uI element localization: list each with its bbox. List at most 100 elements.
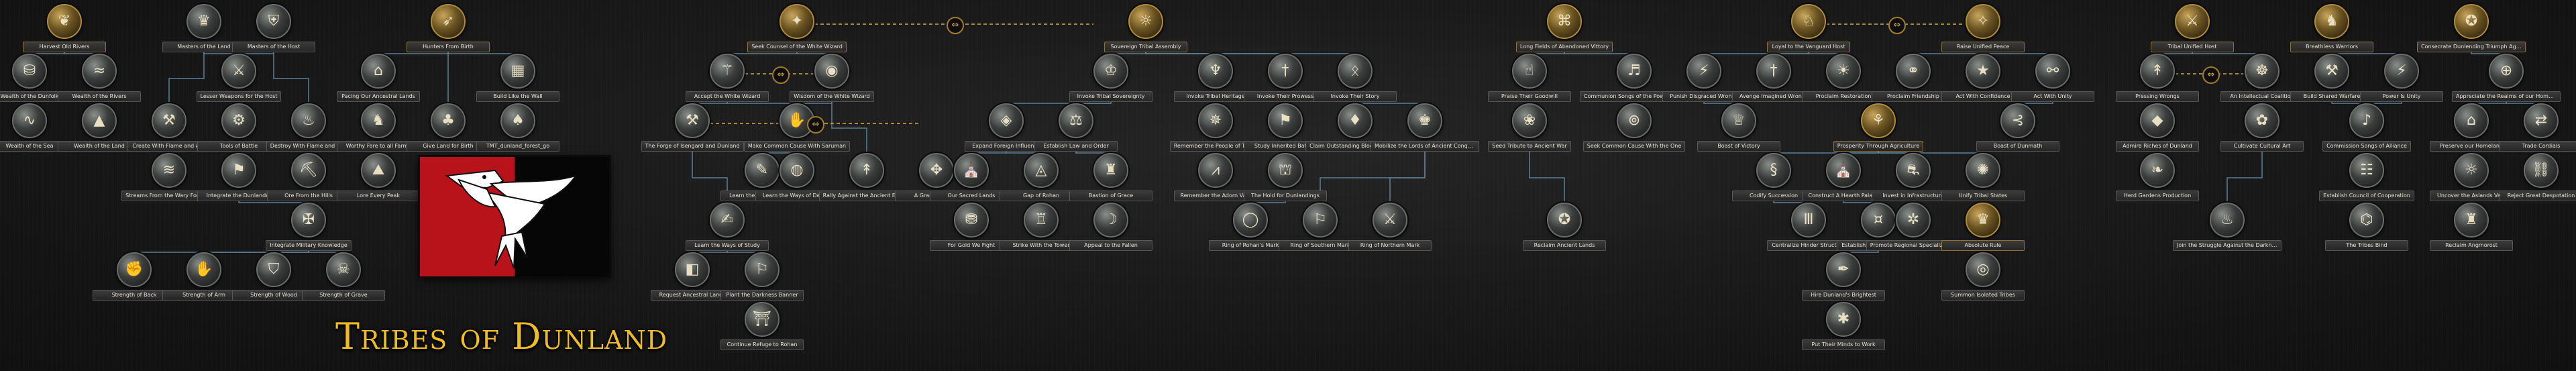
focus-raise-unified-peace[interactable]: ✧Raise Unified Peace xyxy=(1933,4,2033,58)
focus-request-ancestral[interactable]: ◧Request Ancestral Lands xyxy=(642,252,743,306)
focus-establish-law[interactable]: ⚖Establish Law and Order xyxy=(1026,103,1126,157)
focus-prosperity-agriculture[interactable]: ⚘Prosperity Through Agriculture xyxy=(1828,103,1929,157)
focus-tools-of-battle[interactable]: ⚙Tools of Battle xyxy=(189,103,289,157)
focus-give-land-for-birth[interactable]: ♣Give Land for Birth xyxy=(398,103,498,157)
focus-strength-of-grave[interactable]: ☠Strength of Grave xyxy=(293,252,394,306)
focus-avenge-imagined-wrongs[interactable]: †Avenge Imagined Wrongs xyxy=(1723,54,1824,107)
focus-commission-songs[interactable]: ♪Commission Songs of Alliance xyxy=(2316,103,2417,157)
focus-make-common-cause[interactable]: ✋Make Common Cause With Saruman xyxy=(743,103,851,157)
focus-praise-their-goodwill[interactable]: ☝Praise Their Goodwill xyxy=(1479,54,1580,107)
focus-invoke-tribal-heritage[interactable]: ♆Invoke Tribal Heritage xyxy=(1165,54,1266,107)
focus-proclaim-restoration[interactable]: ☀Proclaim Restoration xyxy=(1793,54,1894,107)
focus-mobilize-lord-of-eras[interactable]: ♚Mobilize the Lords of Ancient Conqueror… xyxy=(1371,103,1479,157)
focus-promote-regional-specialization[interactable]: ✲Promote Regional Specialization xyxy=(1863,203,1964,256)
focus-trade-cordials[interactable]: ⇄Trade Cordials xyxy=(2491,103,2576,157)
focus-strike-with-the-tower[interactable]: ♖Strike With the Tower xyxy=(991,203,1091,256)
focus-codify-succession[interactable]: §Codify Succession xyxy=(1723,153,1824,207)
focus-summon-isolated-tribes[interactable]: ◎Summon Isolated Tribes xyxy=(1933,252,2033,306)
focus-harvest-old-rivers[interactable]: ❦Harvest Old Rivers xyxy=(14,4,115,58)
focus-strength-of-wood[interactable]: ⛉Strength of Wood xyxy=(223,252,324,306)
focus-consecrate-dunlending[interactable]: ✪Consecrate Dunlending Triumph Against A… xyxy=(2417,4,2526,58)
focus-appreciate-the-realms[interactable]: ⊕Appreciate the Realms of our Homeland xyxy=(2452,54,2561,107)
focus-loyal-to-vanguard[interactable]: ♘Loyal to the Vanguard Host xyxy=(1758,4,1859,58)
focus-integrate-military[interactable]: ✠Integrate Military Knowledge xyxy=(258,203,359,256)
focus-ring-of-southern-mark[interactable]: ⚐Ring of Southern Mark xyxy=(1270,203,1371,256)
focus-absolute-rule[interactable]: ♛Absolute Rule xyxy=(1933,203,2033,256)
focus-ring-of-northern-mark[interactable]: ⚔Ring of Northern Mark xyxy=(1340,203,1440,256)
focus-put-their-minds-to-work[interactable]: ✱Put Their Minds to Work xyxy=(1793,302,1894,356)
focus-accept-white-wizard[interactable]: ⚚Accept the White Wizard xyxy=(677,54,777,107)
focus-ore-from-the-hills[interactable]: ⛏Ore From the Hills xyxy=(258,153,359,207)
focus-reclaim-ancient-lands[interactable]: ✪Reclaim Ancient Lands xyxy=(1514,203,1615,256)
focus-for-gold-we-fight[interactable]: ⛃For Gold We Fight xyxy=(921,203,1022,256)
focus-join-the-struggle[interactable]: ♨Join the Struggle Against the Darkness xyxy=(2173,203,2282,256)
focus-destroy-flame-iron[interactable]: ♨Destroy With Flame and Iron xyxy=(258,103,359,157)
focus-invoke-tribal-sovereignty[interactable]: ♔Invoke Tribal Sovereignty xyxy=(1061,54,1161,107)
focus-masters-of-the-land[interactable]: ♛Masters of the Land xyxy=(154,4,254,58)
focus-wisdom-white-wizard[interactable]: ◉Wisdom of the White Wizard xyxy=(782,54,882,107)
focus-masters-of-the-host[interactable]: ⛨Masters of the Host xyxy=(223,4,324,58)
focus-expand-foreign[interactable]: ◈Expand Foreign Influence xyxy=(956,103,1057,157)
focus-wealth-of-sea[interactable]: ∿Wealth of the Sea xyxy=(0,103,80,157)
focus-wealth-of-dunfolk[interactable]: ⛁Wealth of the Dunfolk xyxy=(0,54,80,107)
focus-uncover-the-aslands[interactable]: ☼Uncover the Aslands Vale xyxy=(2421,153,2522,207)
focus-unify-tribal-states[interactable]: ✺Unify Tribal States xyxy=(1933,153,2033,207)
focus-admire-the-riches[interactable]: ◆Admire Riches of Dunland xyxy=(2107,103,2208,157)
focus-invoke-their-prowess[interactable]: †Invoke Their Prowess xyxy=(1235,54,1336,107)
focus-bastion-of-grace[interactable]: ♜Bastion of Grace xyxy=(1061,153,1161,207)
focus-sovereign-not-enemy[interactable]: ☼Sovereign Tribal Assembly xyxy=(1095,4,1196,58)
focus-hire-dunland-brightest[interactable]: ✒Hire Dunland's Brightest xyxy=(1793,252,1894,306)
focus-gap-of-rohan[interactable]: ◬Gap of Rohan xyxy=(991,153,1091,207)
focus-the-tribes-bind[interactable]: ⌬The Tribes Bind xyxy=(2316,203,2417,256)
focus-reject-great-despotation[interactable]: ⛓Reject Great Despotation xyxy=(2491,153,2576,207)
focus-cultivate-cultural-art[interactable]: ✿Cultivate Cultural Art xyxy=(2212,103,2312,157)
focus-lore-every-peak[interactable]: ⛰Lore Every Peak xyxy=(328,153,429,207)
focus-seek-counsel-wizard[interactable]: ✦Seek Counsel of the White Wizard xyxy=(747,4,847,58)
focus-wealth-of-land[interactable]: ▲Wealth of the Land xyxy=(49,103,150,157)
focus-appeal-to-the-fallen[interactable]: ☽Appeal to the Fallen xyxy=(1061,203,1161,256)
focus-learn-ways-of-descry[interactable]: ◍Learn the Ways of Descry xyxy=(747,153,847,207)
focus-pacing-ancestral-lands[interactable]: ⌂Pacing Our Ancestral Lands xyxy=(328,54,429,107)
focus-streams-from-wary[interactable]: ≋Streams From the Wary Foothills xyxy=(119,153,219,207)
focus-reclaim-angmorost[interactable]: ♜Reclaim Angmorost xyxy=(2421,203,2522,256)
focus-tmt-dunland-forest[interactable]: ♠TMT_dunland_forest_go xyxy=(468,103,568,157)
focus-punish-disgraced-wrongs[interactable]: ⚡Punish Disgraced Wrongs xyxy=(1654,54,1754,107)
focus-invest-infrastructure[interactable]: ⛐Invest in Infrastructure xyxy=(1863,153,1964,207)
focus-remember-people-of-thorn[interactable]: ✵Remember the People of Thorn xyxy=(1165,103,1266,157)
focus-long-fields-of-abandoned[interactable]: ⌘Long Fields of Abandoned Vittory xyxy=(1514,4,1615,58)
focus-strength-of-back[interactable]: ✊Strength of Back xyxy=(84,252,184,306)
focus-act-with-confidence[interactable]: ★Act With Confidence xyxy=(1933,54,2033,107)
focus-proclaim-friendship[interactable]: ⚭Proclaim Friendship xyxy=(1863,54,1964,107)
focus-remember-adorn-vale[interactable]: ⩘Remember the Adorn Vale xyxy=(1165,153,1266,207)
focus-power-is-unity[interactable]: ⚡Power Is Unity xyxy=(2351,54,2452,107)
focus-create-with-flame[interactable]: ⚒Create With Flame and Axe xyxy=(119,103,219,157)
focus-boast-of-victory[interactable]: ♕Boast of Victory xyxy=(1688,103,1789,157)
focus-build-shared-warfare[interactable]: ⚒Build Shared Warfare xyxy=(2282,54,2382,107)
focus-lesser-weapons-host[interactable]: ⚔Lesser Weapons for the Host xyxy=(189,54,289,107)
focus-breathless-warriors[interactable]: ♞Breathless Warriors xyxy=(2282,4,2382,58)
focus-continue-refuge[interactable]: ⛩Continue Refuge to Rohan xyxy=(712,302,812,356)
focus-strength-of-arm[interactable]: ✋Strength of Arm xyxy=(154,252,254,306)
focus-plant-the-warlike[interactable]: ⚐Plant the Darkness Banner xyxy=(712,252,812,306)
focus-herd-gardens-production[interactable]: ❧Herd Gardens Production xyxy=(2107,153,2208,207)
focus-pressing-wrongs[interactable]: ↟Pressing Wrongs xyxy=(2107,54,2208,107)
focus-ring-of-rohans-mark[interactable]: ◯Ring of Rohan's Mark xyxy=(1200,203,1301,256)
focus-build-like-wall[interactable]: ▦Build Like the Wall xyxy=(468,54,568,107)
focus-wealth-of-rivers[interactable]: ≈Wealth of the Rivers xyxy=(49,54,150,107)
focus-learn-ways-study-2[interactable]: ✍Learn the Ways of Study xyxy=(677,203,777,256)
focus-an-intellectual-coalition[interactable]: ☸An Intellectual Coalition xyxy=(2212,54,2312,107)
focus-preserve-our-homeland[interactable]: ⌂Preserve our Homeland xyxy=(2421,103,2522,157)
focus-seed-tribute-ancient[interactable]: ❀Seed Tribute to Ancient War xyxy=(1479,103,1580,157)
focus-boast-of-dunmath[interactable]: ⊰Boast of Dunmath xyxy=(1968,103,2068,157)
focus-tribal-unified-host[interactable]: ⚔Tribal Unified Host xyxy=(2142,4,2243,58)
focus-the-forge-of-isengard[interactable]: ⚒The Forge of Isengard and Dunland xyxy=(641,103,744,157)
focus-act-with-unity[interactable]: ⚯Act With Unity xyxy=(2002,54,2103,107)
focus-construct-a-hoarth[interactable]: ⛪Construct A Hearth Palace xyxy=(1793,153,1894,207)
focus-communion-songs[interactable]: ♬Communion Songs of the Power of Evil Th… xyxy=(1580,54,1688,107)
focus-hunters-from-birth[interactable]: ➶Hunters From Birth xyxy=(398,4,498,58)
focus-integrate-dunlander[interactable]: ⚑Integrate the Dunlander xyxy=(189,153,289,207)
focus-establish-council[interactable]: ☷Establish Council of Cooperation xyxy=(2316,153,2417,207)
